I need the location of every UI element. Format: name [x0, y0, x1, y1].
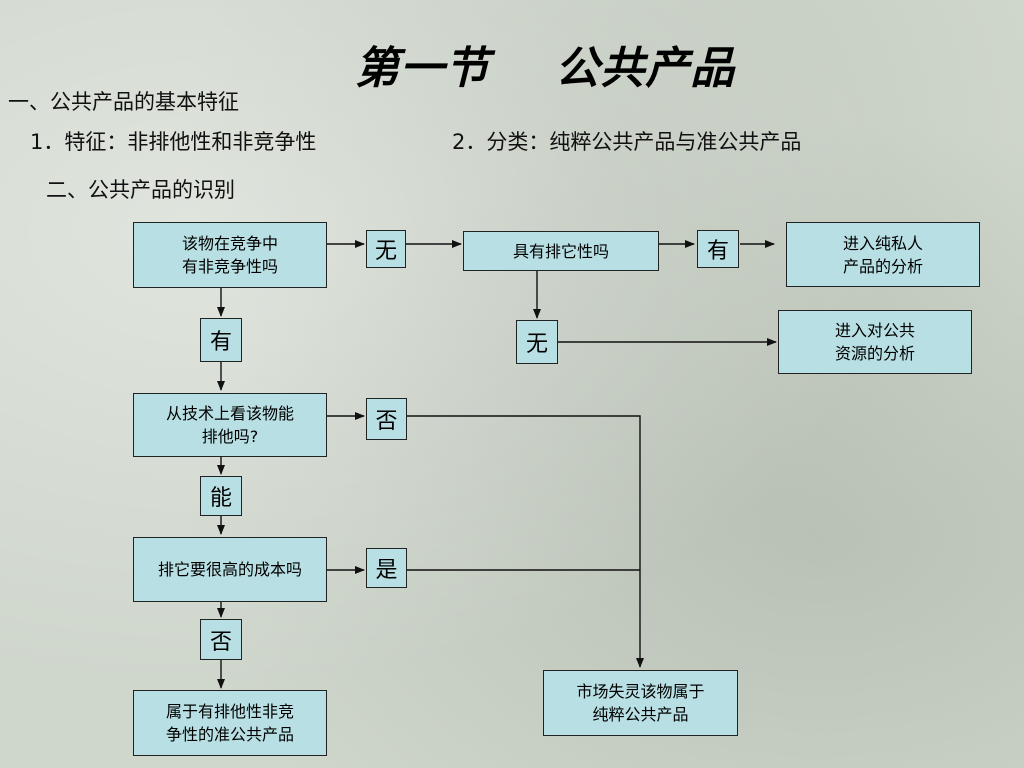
- point-features: 1．特征：非排他性和非竞争性: [30, 130, 317, 154]
- node-technical-exclusion-question: 从技术上看该物能 排他吗?: [133, 393, 327, 457]
- tag-wu-1: 无: [366, 230, 406, 268]
- heading-basic-features: 一、公共产品的基本特征: [8, 90, 239, 114]
- node-quasi-public-goods: 属于有排他性非竞 争性的准公共产品: [133, 690, 327, 756]
- node-common-resources: 进入对公共 资源的分析: [778, 310, 972, 374]
- arrow-fou-to-pure: [407, 415, 644, 668]
- slide-title: 第一节 公共产品: [355, 43, 736, 94]
- tag-wu-2: 无: [516, 320, 558, 364]
- point-classification: 2．分类：纯粹公共产品与准公共产品: [452, 130, 802, 154]
- tag-shi: 是: [366, 548, 407, 588]
- node-pure-public-goods: 市场失灵该物属于 纯粹公共产品: [543, 670, 738, 736]
- node-exclusive-question: 具有排它性吗: [463, 231, 659, 271]
- tag-fou-1: 否: [366, 398, 407, 440]
- node-private-goods: 进入纯私人 产品的分析: [786, 222, 980, 287]
- heading-identification: 二、公共产品的识别: [46, 178, 235, 202]
- tag-neng: 能: [200, 476, 242, 516]
- tag-you-1: 有: [697, 230, 739, 268]
- tag-you-2: 有: [200, 318, 242, 362]
- node-exclusion-cost-question: 排它要很高的成本吗: [133, 537, 327, 602]
- node-nonrival-question: 该物在竞争中 有非竞争性吗: [133, 222, 327, 288]
- tag-fou-2: 否: [200, 619, 242, 660]
